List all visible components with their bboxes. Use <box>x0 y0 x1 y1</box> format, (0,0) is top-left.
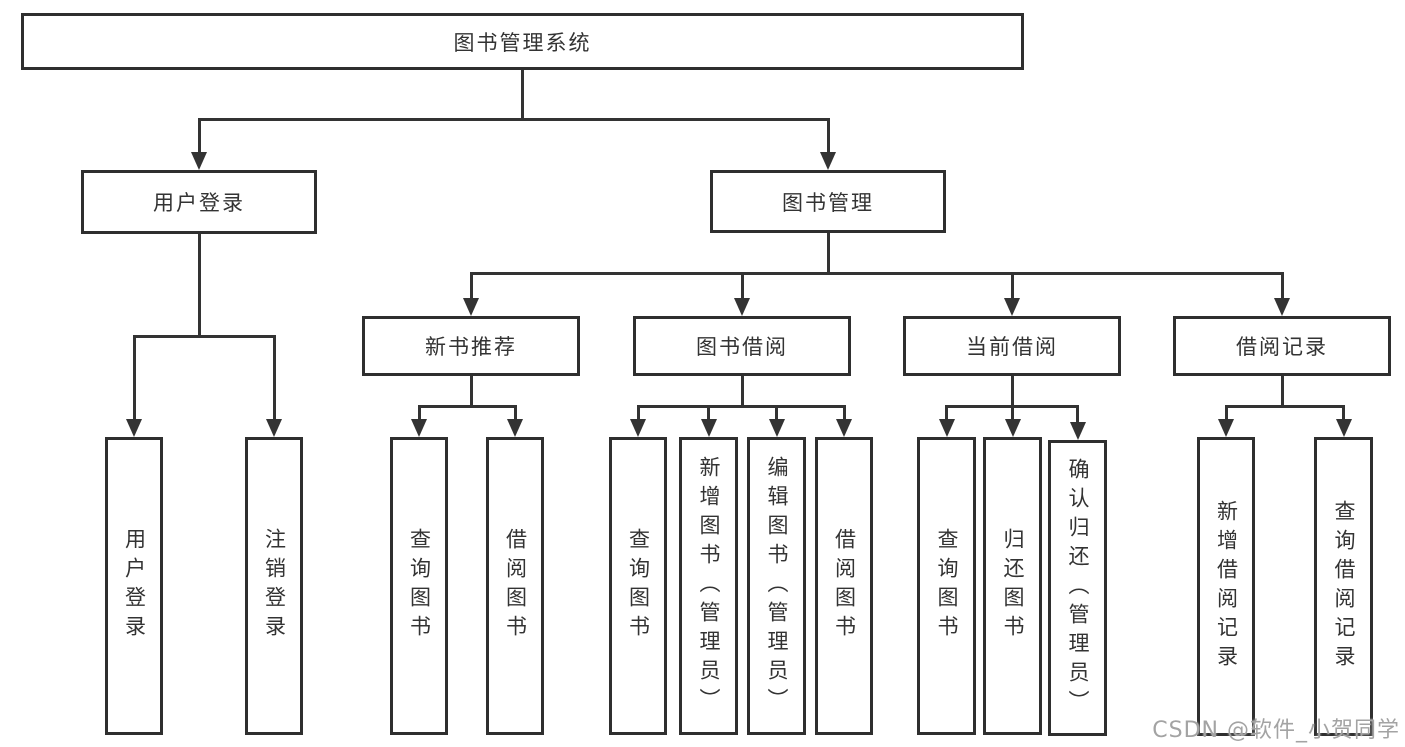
node-label: 查询图书 <box>626 528 651 644</box>
node-leaf-user-login: 用户登录 <box>105 437 163 735</box>
node-label: 图书管理系统 <box>453 30 592 55</box>
node-label: 注销登录 <box>262 528 287 644</box>
node-label: 借阅图书 <box>503 528 528 644</box>
node-label: 新增借阅记录 <box>1214 499 1239 674</box>
arrowhead-down <box>411 419 427 437</box>
node-user-login: 用户登录 <box>81 170 317 234</box>
node-label: 图书管理 <box>782 190 874 215</box>
arrowhead-down <box>836 419 852 437</box>
connector-stem <box>469 376 473 405</box>
arrowhead-down <box>1274 298 1290 316</box>
csdn-watermark: CSDN @软件_小贺同学 <box>1152 718 1400 743</box>
arrowhead-down <box>938 419 955 437</box>
arrowhead-down <box>768 419 785 437</box>
node-leaf-bb-borrow: 借阅图书 <box>815 437 873 735</box>
node-book-mgmt: 图书管理 <box>710 170 946 233</box>
connector-drop <box>417 408 421 425</box>
connector-drop <box>1342 408 1345 425</box>
connector-stem <box>197 234 201 335</box>
node-label: 新书推荐 <box>425 335 517 359</box>
connector-stem <box>1280 376 1284 405</box>
arrowhead-down <box>1004 419 1021 437</box>
node-root: 图书管理系统 <box>21 13 1024 70</box>
node-label: 新增图书（管理员） <box>697 455 721 717</box>
arrowhead-down <box>1004 298 1020 316</box>
connector-rail <box>469 272 1284 275</box>
node-label: 确认归还（管理员） <box>1066 457 1090 719</box>
node-leaf-br-query: 查询借阅记录 <box>1314 437 1373 736</box>
arrowhead-down <box>1218 419 1234 437</box>
connector-drop <box>740 275 744 304</box>
node-label: 查询图书 <box>407 528 432 644</box>
arrowhead-down <box>820 152 836 170</box>
node-label: 编辑图书（管理员） <box>765 455 789 717</box>
connector-drop <box>513 408 517 425</box>
node-label: 借阅图书 <box>832 528 857 644</box>
arrowhead-down <box>734 298 750 316</box>
connector-drop <box>826 121 830 158</box>
node-label: 查询借阅记录 <box>1332 499 1356 674</box>
node-label: 用户登录 <box>122 528 147 644</box>
node-leaf-rec-borrow: 借阅图书 <box>486 437 544 735</box>
connector-drop <box>636 408 640 425</box>
connector-drop <box>945 408 948 425</box>
arrowhead-down <box>463 298 479 316</box>
arrowhead-down <box>191 152 207 170</box>
arrowhead-down <box>507 419 523 437</box>
node-label: 图书借阅 <box>696 335 788 359</box>
connector-drop <box>707 408 710 425</box>
node-leaf-cb-return: 归还图书 <box>983 437 1042 735</box>
arrowhead-down <box>700 419 717 437</box>
node-leaf-cb-query: 查询图书 <box>917 437 976 735</box>
node-label: 用户登录 <box>153 191 245 215</box>
connector-rail <box>945 405 1079 408</box>
node-label: 当前借阅 <box>966 335 1058 359</box>
node-current-borrow: 当前借阅 <box>903 316 1121 376</box>
connector-rail <box>1224 405 1345 408</box>
node-label: 查询图书 <box>935 528 959 644</box>
node-label: 归还图书 <box>1001 528 1025 644</box>
node-leaf-bb-add: 新增图书（管理员） <box>679 437 738 735</box>
node-leaf-logout: 注销登录 <box>245 437 303 735</box>
connector-rail <box>132 335 276 338</box>
arrowhead-down <box>630 419 646 437</box>
connector-drop <box>272 338 276 425</box>
node-borrow-records: 借阅记录 <box>1173 316 1391 376</box>
node-new-book-rec: 新书推荐 <box>362 316 580 376</box>
connector-stem <box>740 376 744 405</box>
node-book-borrow: 图书借阅 <box>633 316 851 376</box>
connector-rail <box>417 405 517 408</box>
connector-drop <box>1011 408 1014 425</box>
connector-stem <box>521 70 524 118</box>
node-leaf-bb-edit: 编辑图书（管理员） <box>747 437 806 735</box>
arrowhead-down <box>126 419 142 437</box>
connector-drop <box>842 408 846 425</box>
connector-drop <box>1280 275 1284 304</box>
arrowhead-down <box>266 419 282 437</box>
node-leaf-rec-query: 查询图书 <box>390 437 448 735</box>
connector-rail <box>636 405 846 408</box>
connector-drop <box>1010 275 1014 304</box>
node-label: 借阅记录 <box>1236 335 1328 359</box>
connector-drop <box>775 408 778 425</box>
connector-drop <box>197 121 201 158</box>
node-leaf-cb-confirm: 确认归还（管理员） <box>1048 440 1107 736</box>
node-leaf-bb-query: 查询图书 <box>609 437 667 735</box>
connector-stem <box>1010 376 1014 405</box>
node-leaf-br-add: 新增借阅记录 <box>1197 437 1255 736</box>
connector-stem <box>826 233 830 272</box>
connector-rail <box>197 118 830 121</box>
connector-drop <box>1224 408 1228 425</box>
arrowhead-down <box>1069 422 1086 440</box>
connector-drop <box>469 275 473 304</box>
arrowhead-down <box>1335 419 1352 437</box>
connector-drop <box>1076 408 1079 428</box>
connector-drop <box>132 338 136 425</box>
